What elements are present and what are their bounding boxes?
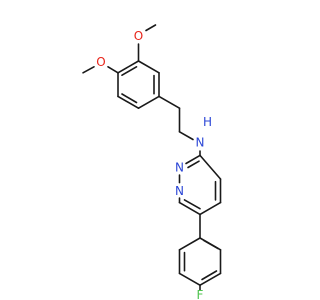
bond (117, 95, 140, 109)
bond (145, 24, 157, 32)
bond (121, 66, 138, 76)
atom-label-oxygen-left: O (96, 55, 105, 69)
atom-label-amine-hydrogen: H (203, 115, 212, 129)
bond (121, 93, 138, 104)
bond (199, 201, 222, 216)
bond (178, 272, 201, 287)
atom-labels: O O N H N N F (96, 29, 212, 300)
pyridazine-ring (178, 154, 222, 216)
bond (82, 66, 95, 74)
atom-label-pyridazine-nitrogen-1: N (175, 161, 184, 175)
bond (187, 160, 200, 169)
bond (201, 270, 218, 281)
bond (178, 131, 194, 141)
atom-label-fluorine: F (197, 288, 204, 300)
methoxy-groups (82, 24, 157, 74)
bond (107, 66, 119, 74)
atom-label-pyridazine-nitrogen-2: N (175, 184, 184, 198)
molecule-structure: O O N H N N F (82, 24, 222, 300)
ethyl-linker (158, 95, 201, 157)
bond (185, 154, 201, 165)
bond (137, 60, 160, 74)
fluorophenyl-ring (178, 213, 222, 291)
structure-drawing: O O N H N N F (82, 24, 222, 300)
bond (199, 154, 222, 180)
atom-label-oxygen-top: O (134, 29, 143, 43)
atom-label-amine-nitrogen: N (196, 136, 205, 150)
bond (178, 237, 201, 251)
bond (137, 95, 160, 109)
bond (117, 60, 140, 74)
bond (158, 95, 181, 109)
bond (203, 239, 219, 250)
bond (199, 272, 222, 287)
bond (183, 199, 201, 210)
dimethoxyphenyl-ring (117, 60, 160, 109)
bond (178, 201, 201, 216)
